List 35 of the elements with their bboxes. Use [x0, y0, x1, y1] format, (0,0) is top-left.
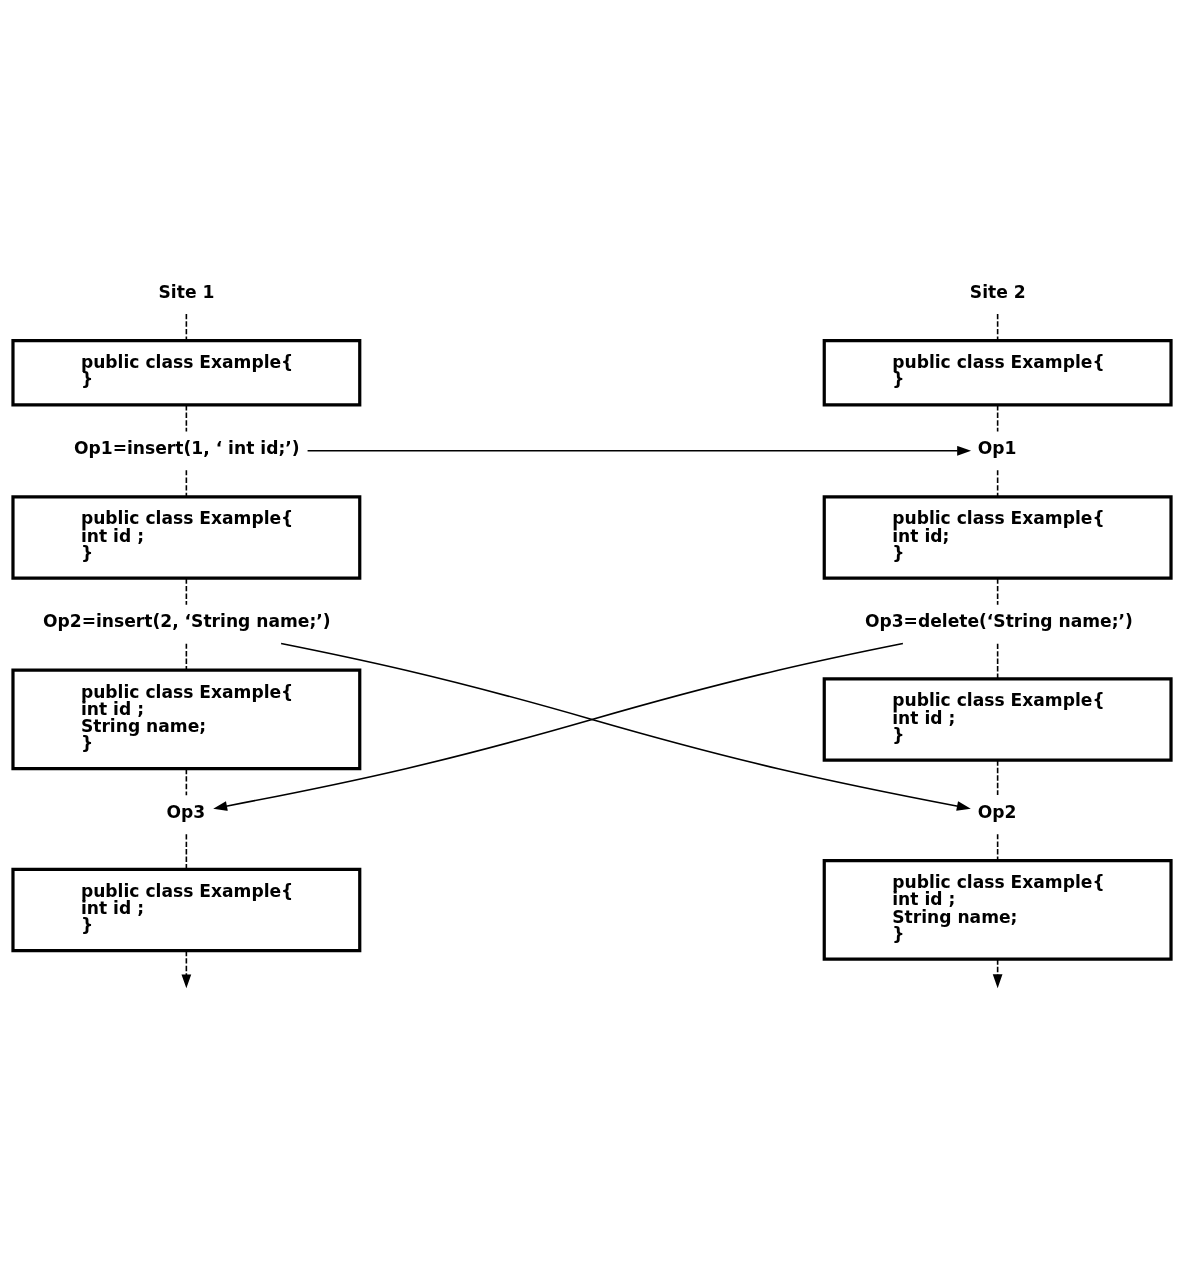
node-box: public class Example{ int id ; String name; }: [822, 859, 1173, 961]
node-box: public class Example{ int id ; }: [11, 867, 362, 953]
connector: [996, 759, 999, 796]
node-text: Op3=delete(‘String name;’): [864, 611, 1133, 632]
connector: [996, 404, 999, 433]
arrow: [280, 642, 971, 811]
node-text: Site 2: [969, 281, 1026, 302]
connector: [185, 313, 188, 342]
connector: [185, 833, 188, 870]
node-text: Op1: [977, 437, 1017, 458]
node-box: public class Example{ }: [11, 338, 362, 407]
arrow: [306, 445, 972, 456]
node-text: Site 1: [158, 281, 215, 302]
node-text: Op2=insert(2, ‘String name;’): [42, 611, 331, 632]
connector: [996, 313, 999, 342]
node-box: public class Example{ int id ; String name; }: [11, 668, 362, 771]
node-box: public class Example{ int id ; }: [11, 495, 362, 580]
connector: [996, 833, 999, 862]
connector: [185, 577, 188, 606]
arrow: [181, 949, 192, 989]
node-box: public class Example{ int id; }: [822, 495, 1173, 580]
node-box: public class Example{ int id ; }: [822, 677, 1173, 762]
node-text: Op1=insert(1, ‘ int id;’): [73, 437, 300, 458]
node-text: Op3: [166, 801, 206, 822]
node-text: Op2: [977, 801, 1017, 822]
connector: [185, 767, 188, 796]
node-box: public class Example{ }: [822, 338, 1173, 407]
connector: [996, 469, 999, 498]
connector: [996, 577, 999, 606]
connector: [185, 404, 188, 433]
arrow: [213, 642, 904, 811]
connector: [185, 469, 188, 498]
connector: [996, 642, 999, 680]
arrow: [992, 958, 1003, 989]
connector: [185, 642, 188, 671]
